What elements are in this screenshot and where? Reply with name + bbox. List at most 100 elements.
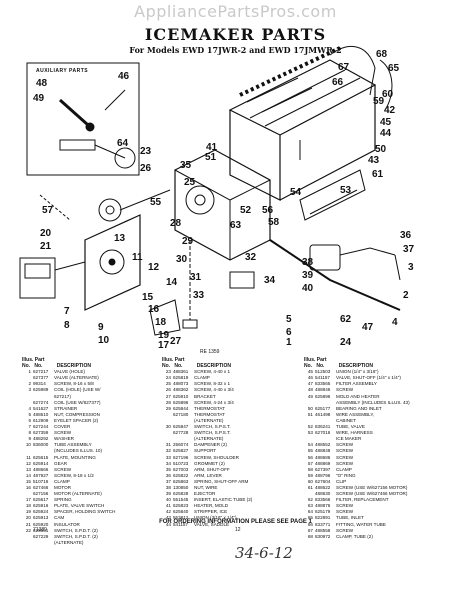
part-number: 625179	[315, 509, 331, 515]
part-description: BEARING AND INLET	[336, 405, 382, 411]
callout-65: 65	[388, 63, 400, 74]
illus-number: 13	[25, 466, 31, 472]
part-number: 625615	[33, 454, 49, 460]
part-number: 625840	[173, 509, 189, 515]
part-description: COVER	[54, 424, 71, 430]
illus-number: 36	[165, 472, 171, 478]
part-description: CABINET	[336, 417, 356, 423]
part-description: SUPPORT	[194, 448, 217, 454]
callout-19: 19	[158, 330, 170, 341]
part-number: 625819	[173, 375, 189, 381]
illus-number: 24	[165, 375, 171, 381]
illus-number: 23	[165, 369, 171, 375]
callout-13: 13	[114, 233, 126, 244]
illus-number: 59	[307, 472, 313, 478]
part-number: 487927	[33, 472, 49, 478]
part-number: 625828	[173, 491, 189, 497]
illus-number: 33	[165, 454, 171, 460]
callout-59: 59	[373, 96, 385, 107]
callout-28: 28	[170, 218, 182, 229]
illus-number: 5	[28, 411, 31, 417]
callout-49: 49	[33, 93, 45, 104]
callout-62: 62	[340, 314, 352, 325]
illus-number: 22	[25, 527, 31, 533]
part-description: STRIPPER, ICE	[194, 509, 228, 515]
illus-number: 41	[165, 503, 171, 509]
illus-number: 53	[307, 430, 313, 436]
part-description: PLATE, VALVE SWITCH	[54, 503, 105, 509]
part-description: UNION (3/16" x 1/4")	[194, 515, 237, 521]
part-description: NUT, COMPRESSION	[54, 411, 100, 417]
callout-2: 2	[403, 290, 409, 301]
illus-number: 27	[165, 393, 171, 399]
callout-14: 14	[166, 277, 178, 288]
part-description: SCREW	[336, 442, 354, 448]
callout-50: 50	[375, 144, 387, 155]
illus-number: 62	[307, 497, 313, 503]
part-number: 488876	[315, 503, 331, 509]
auxiliary-parts-box	[26, 62, 140, 176]
part-description: VALVE, SHUT-OFF (1/4" x 1/4")	[336, 375, 401, 381]
part-description: SWITCH, S.P.S.T.	[194, 430, 231, 436]
parts-row: (ALTERNATE)	[162, 418, 292, 424]
callout-35: 35	[180, 160, 192, 171]
part-description: 627217)	[54, 393, 71, 399]
illus-number: 31	[165, 442, 171, 448]
part-description: THERMOSTAT	[194, 405, 225, 411]
callout-21: 21	[40, 241, 52, 252]
part-description: SCREW, 8-16 x 5/8	[54, 381, 94, 387]
callout-17: 17	[158, 340, 170, 350]
illus-number: 34	[165, 460, 171, 466]
illus-number: 19	[25, 509, 31, 515]
header-illus: Illus. Part	[22, 357, 45, 363]
ordering-note: FOR ORDERING INFORMATION PLEASE SEE PAGE…	[159, 519, 312, 525]
callout-60: 60	[382, 89, 394, 100]
part-number: 627244	[33, 424, 49, 430]
part-description: PLATE, MOUNTING	[54, 454, 96, 460]
part-description: SCREW	[336, 454, 354, 460]
water-valve	[309, 244, 341, 271]
callout-42: 42	[384, 105, 396, 116]
illus-number: 25	[165, 381, 171, 387]
part-description: BRACKET	[194, 393, 216, 399]
header-partno: No.	[174, 363, 183, 370]
part-number: 625896	[173, 399, 189, 405]
callout-10: 10	[98, 335, 110, 346]
illus-number: 4	[28, 405, 31, 411]
part-description: CAM	[54, 515, 65, 521]
part-description: ICE MAKER	[336, 436, 362, 442]
illus-number: 9	[28, 436, 31, 442]
part-description: (INCLUDES ILLUS. 10)	[54, 448, 102, 454]
illus-number: 17	[25, 497, 31, 503]
ice-stripper	[299, 169, 366, 221]
illus-number: 16	[25, 484, 31, 490]
part-number: 836000	[33, 442, 49, 448]
part-number: 833566	[315, 497, 331, 503]
illus-number: 12	[25, 460, 31, 466]
illus-number: 37	[165, 478, 171, 484]
callout-68: 68	[376, 49, 388, 60]
callout-52: 52	[240, 205, 252, 216]
part-number: 627196	[173, 454, 189, 460]
part-number: 488848	[315, 448, 331, 454]
parts-row: CABINET	[304, 418, 454, 424]
part-number: 625863	[173, 478, 189, 484]
diagram-revision: RE 1359	[200, 349, 220, 355]
part-number: 488361	[173, 369, 189, 375]
